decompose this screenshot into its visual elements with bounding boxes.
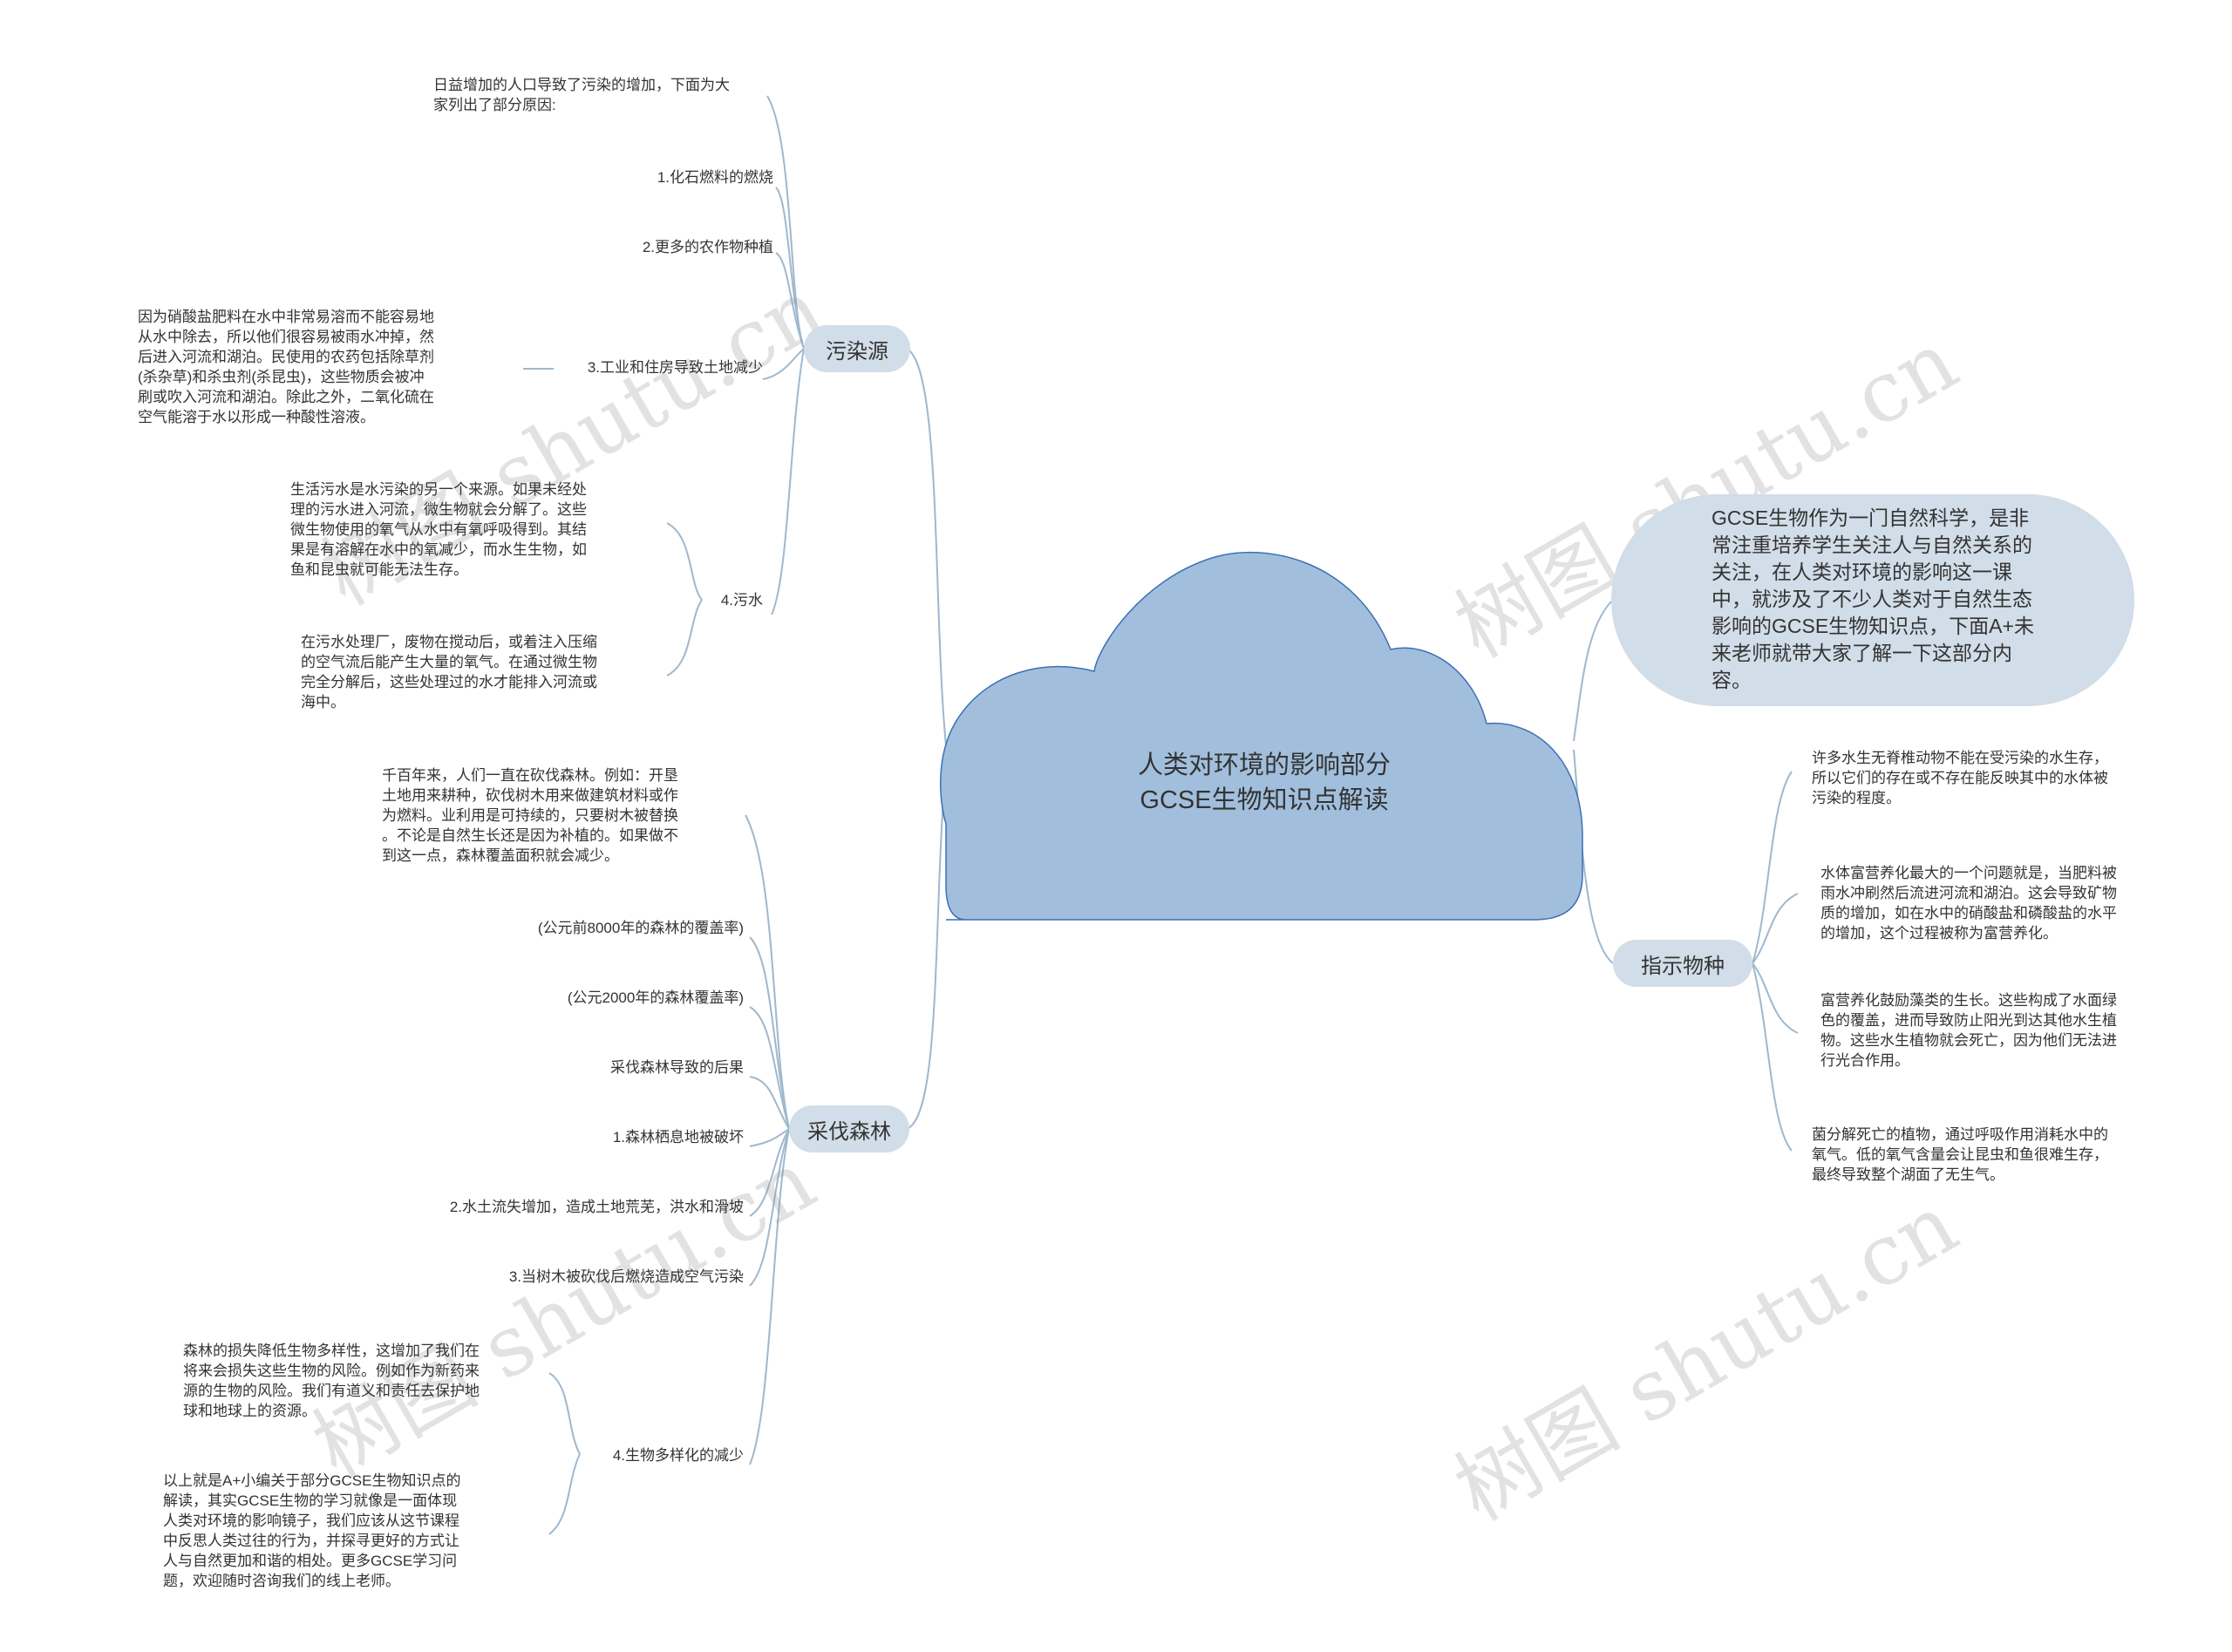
connector-center-pollution — [906, 348, 947, 746]
connector-defor-biodiversity — [749, 1128, 790, 1465]
pollution-item-land[interactable]: 3.工业和住房导致土地减少 — [587, 359, 763, 376]
deforestation-item-2000ad[interactable]: (公元2000年的森林覆盖率) — [567, 989, 744, 1006]
connector-bio-detail-2 — [548, 1453, 581, 1535]
pollution-item-crops[interactable]: 2.更多的农作物种植 — [642, 239, 773, 255]
branch-deforestation[interactable]: 采伐森林 — [789, 1105, 909, 1152]
pollution-intro[interactable]: 日益增加的人口导致了污染的增加，下面为大 家列出了部分原因: — [433, 77, 730, 113]
connector-center-deforestation — [906, 762, 947, 1130]
intro-bubble[interactable]: GCSE生物作为一门自然科学，是非常注重培养学生关注人与自然关系的关注，在人类对… — [1611, 494, 2134, 706]
connector-sewage-detail-2 — [666, 599, 703, 676]
central-topic[interactable]: 人类对环境的影响部分 GCSE生物知识点解读 — [1137, 751, 1391, 814]
deforestation-item-8000bc[interactable]: (公元前8000年的森林的覆盖率) — [537, 920, 744, 936]
deforestation-biodiversity-detail-1[interactable]: 森林的损失降低生物多样性，这增加了我们在 将来会损失这些生物的风险。例如作为新药… — [183, 1343, 480, 1419]
connector-defor-2000 — [749, 1006, 790, 1130]
deforestation-item-habitat[interactable]: 1.森林栖息地被破坏 — [612, 1129, 744, 1146]
connector-center-intro — [1573, 601, 1612, 742]
indicator-item-decomposition[interactable]: 菌分解死亡的植物，通过呼吸作用消耗水中的 氧气。低的氧气含量会让昆虫和鱼很难生存… — [1812, 1126, 2108, 1183]
connector-bio-detail-1 — [548, 1372, 581, 1455]
pollution-item-sewage[interactable]: 4.污水 — [720, 592, 763, 608]
pollution-land-detail[interactable]: 因为硝酸盐肥料在水中非常易溶而不能容易地 从水中除去，所以他们很容易被雨水冲掉，… — [138, 309, 434, 425]
deforestation-item-biodiversity[interactable]: 4.生物多样化的减少 — [612, 1447, 744, 1464]
deforestation-biodiversity-detail-2[interactable]: 以上就是A+小编关于部分GCSE生物知识点的 解读，其实GCSE生物的学习就像是… — [163, 1472, 461, 1589]
indicator-item-algae[interactable]: 富营养化鼓励藻类的生长。这些构成了水面绿 色的覆盖，进而导致防止阳光到达其他水生… — [1820, 992, 2117, 1069]
connector-defor-soil — [749, 1128, 790, 1217]
connector-defor-consequence — [749, 1076, 790, 1130]
deforestation-intro[interactable]: 千百年来，人们一直在砍伐森林。例如：开垦 土地用来耕种，砍伐树木用来做建筑材料或… — [382, 767, 678, 864]
pollution-sewage-detail-2[interactable]: 在污水处理厂，废物在搅动后，或着注入压缩 的空气流后能产生大量的氧气。在通过微生… — [301, 634, 597, 710]
connector-pollution-land — [762, 348, 805, 380]
connector-indicator-4 — [1752, 962, 1793, 1152]
connector-indicator-1 — [1752, 771, 1793, 964]
deforestation-item-consequences[interactable]: 采伐森林导致的后果 — [610, 1059, 744, 1076]
branch-pollution[interactable]: 污染源 — [804, 325, 910, 372]
pollution-sewage-detail-1[interactable]: 生活污水是水污染的另一个来源。如果未经处 理的污水进入河流，微生物就会分解了。这… — [290, 481, 587, 578]
indicator-item-invertebrates[interactable]: 许多水生无脊椎动物不能在受污染的水生存， 所以它们的存在或不存在能反映其中的水体… — [1812, 750, 2108, 806]
connector-pollution-crops — [775, 252, 805, 350]
connector-defor-8000 — [749, 936, 790, 1130]
connector-lines — [523, 95, 1799, 1535]
pollution-item-fossil-fuel[interactable]: 1.化石燃料的燃烧 — [657, 169, 773, 186]
connector-pollution-sewage — [771, 348, 805, 615]
connector-center-indicator — [1573, 749, 1614, 964]
deforestation-item-soil-erosion[interactable]: 2.水土流失增加，造成土地荒芜，洪水和滑坡 — [449, 1199, 744, 1215]
branch-indicator-species[interactable]: 指示物种 — [1613, 940, 1752, 987]
deforestation-item-air-pollution[interactable]: 3.当树木被砍伐后燃烧造成空气污染 — [508, 1268, 744, 1285]
connector-indicator-2 — [1752, 893, 1799, 964]
center-cloud-shape — [940, 551, 1583, 921]
connector-sewage-detail-1 — [666, 522, 703, 601]
connector-indicator-3 — [1752, 962, 1799, 1034]
connector-defor-air — [749, 1128, 790, 1287]
connector-defor-habitat — [749, 1128, 790, 1147]
connector-pollution-fossil — [775, 187, 805, 350]
connector-defor-intro — [745, 814, 790, 1130]
indicator-item-eutrophication[interactable]: 水体富营养化最大的一个问题就是，当肥料被 雨水冲刷然后流进河流和湖泊。这会导致矿… — [1820, 865, 2117, 942]
